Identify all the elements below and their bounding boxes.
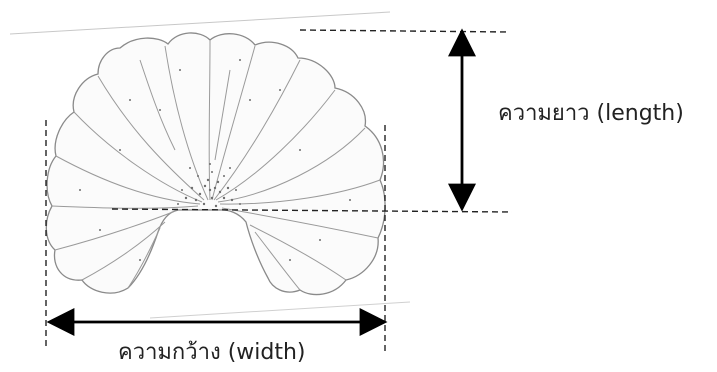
leaf-veins (51, 39, 381, 291)
base-guide-line (111, 208, 513, 213)
lotus-leaf-icon (45, 32, 386, 296)
width-label: ความกว้าง (width) (118, 340, 306, 365)
length-label: ความยาว (length) (498, 101, 684, 126)
leaf-outline (45, 32, 386, 296)
leaf-center-stipple (79, 59, 351, 261)
top-guide-line (299, 29, 509, 33)
